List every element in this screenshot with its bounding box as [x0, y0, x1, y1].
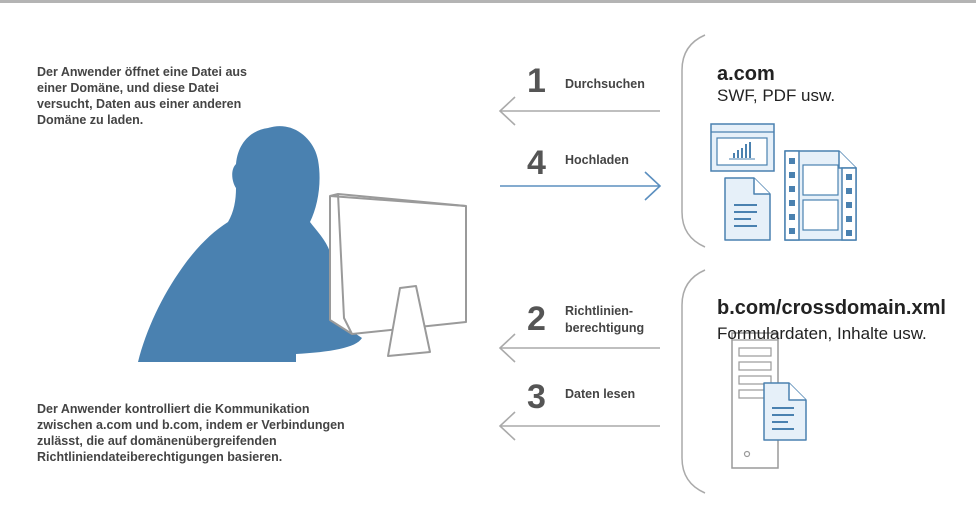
step-3-label: Daten lesen — [565, 387, 636, 401]
step-2-number: 2 — [527, 300, 546, 338]
chart-window-icon — [710, 123, 775, 172]
top-divider — [0, 0, 976, 3]
step-4-number: 4 — [527, 144, 546, 182]
domain-b-name: b.com/crossdomain.xml — [717, 297, 946, 319]
domain-a-name: a.com — [717, 63, 775, 85]
step-3-number: 3 — [527, 378, 546, 416]
user-description-top: Der Anwender öffnet eine Datei aus einer… — [37, 65, 247, 127]
step-2-label-line1: Richtlinien- — [565, 304, 634, 318]
monitor-edge — [329, 193, 467, 335]
bracket-b-com — [681, 269, 706, 494]
step-4-label: Hochladen — [565, 153, 629, 167]
domain-a-description: SWF, PDF usw. — [717, 86, 836, 105]
arrow-step-4 — [500, 171, 662, 201]
monitor-stand — [387, 285, 431, 357]
film-strip-icon — [784, 150, 857, 241]
bracket-a-com — [681, 34, 706, 248]
domain-b-description: Formulardaten, Inhalte usw. — [717, 324, 927, 343]
step-1-label: Durchsuchen — [565, 77, 645, 91]
user-at-computer-icon — [138, 126, 467, 362]
policy-document-icon — [763, 382, 807, 441]
arrow-step-2 — [498, 333, 660, 363]
step-1-number: 1 — [527, 62, 546, 100]
step-2-label-line2: berechtigung — [565, 321, 645, 335]
arrow-step-3 — [498, 411, 660, 441]
user-description-bottom: Der Anwender kontrolliert die Kommunikat… — [37, 402, 345, 464]
user-silhouette — [138, 126, 362, 362]
arrow-step-1 — [498, 96, 660, 126]
document-icon — [724, 177, 771, 241]
